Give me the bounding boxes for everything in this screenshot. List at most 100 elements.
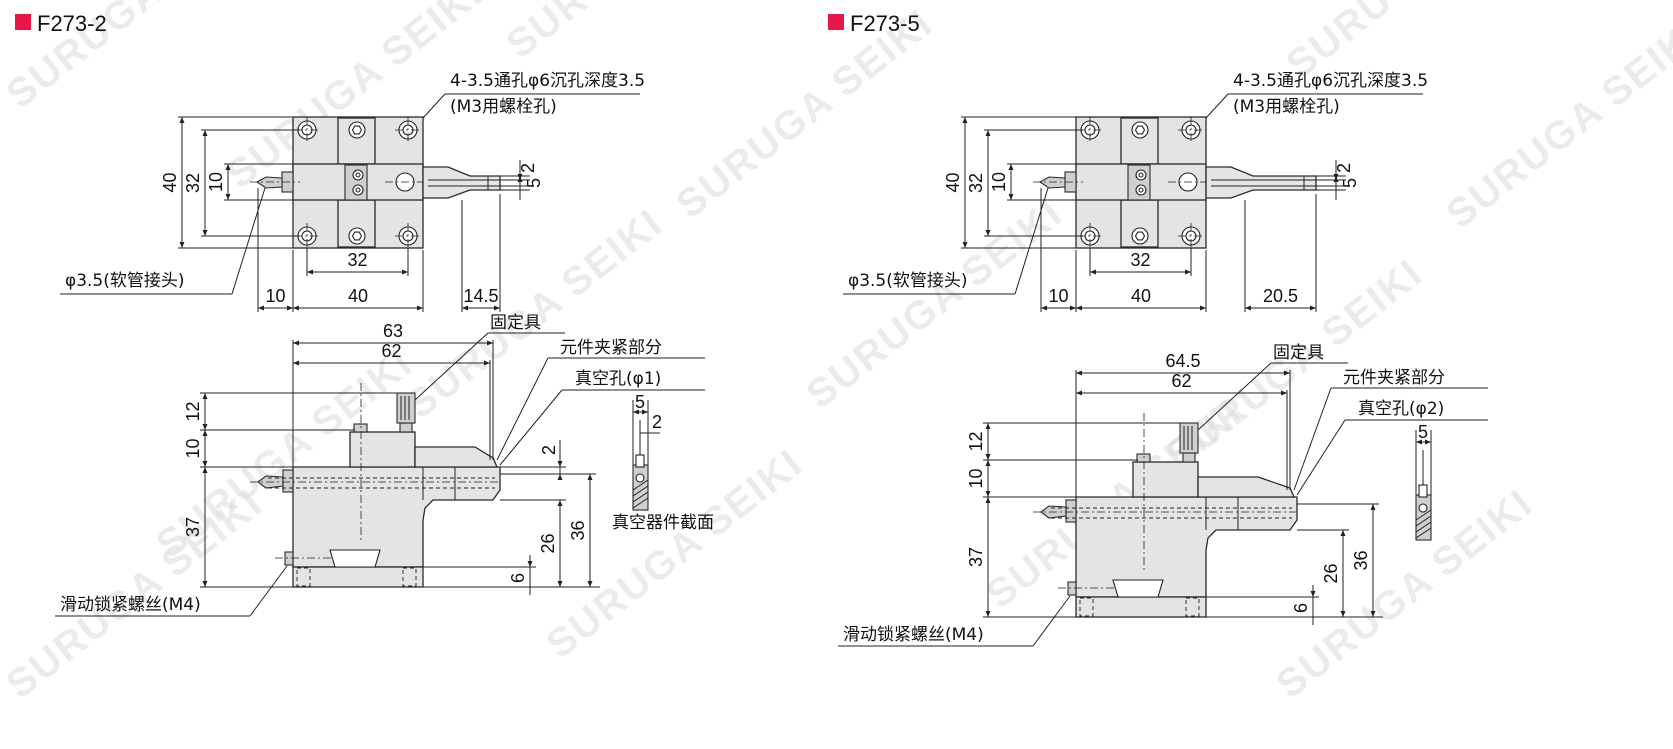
small-screw-icon	[352, 169, 364, 181]
base-hole	[1185, 597, 1200, 617]
upper-block	[1132, 461, 1199, 498]
fixture-label: 固定具	[490, 313, 541, 333]
arrowhead	[225, 194, 231, 200]
dim-36: 36	[1351, 504, 1376, 617]
arrowhead	[557, 474, 563, 480]
arrowhead	[1245, 305, 1251, 311]
arrowhead	[1185, 269, 1191, 275]
dim-band-10: 10	[989, 164, 1014, 200]
stud	[1136, 453, 1151, 463]
clamp-label: 元件夹紧部分	[560, 338, 662, 358]
dim-overall-length-label: 63	[383, 321, 403, 341]
arrowhead	[1076, 305, 1082, 311]
arrowhead	[1425, 439, 1431, 445]
slide-lock-slot	[1112, 579, 1164, 598]
hole-note-sub: (M3用螺栓孔)	[450, 97, 557, 117]
dim-6: 6	[1291, 603, 1311, 613]
upper-block	[349, 431, 416, 468]
arrowhead	[587, 474, 593, 480]
dim-body-37: 37	[966, 497, 991, 617]
dim-arm-length-label: 20.5	[1263, 286, 1298, 306]
dim-hole-pitch-h: 32	[1090, 250, 1191, 275]
base-block	[1075, 596, 1207, 618]
arrowhead	[962, 117, 968, 123]
arrowhead	[307, 269, 313, 275]
stud	[353, 423, 368, 433]
base-hole	[1079, 597, 1094, 617]
hose-barb-fitting	[1038, 176, 1066, 189]
dim-overall-length: 64.5	[1076, 351, 1290, 376]
small-screw-icon	[352, 184, 364, 196]
arrowhead	[1310, 305, 1316, 311]
small-screw-icon	[1135, 169, 1147, 181]
base-hole	[402, 567, 417, 587]
arrowhead	[633, 409, 639, 415]
dim-band-10-label: 10	[989, 172, 1009, 192]
post-neck	[1182, 452, 1196, 463]
dim-length-62: 62	[1076, 371, 1287, 396]
section-dim-5: 5	[635, 392, 645, 412]
arrowhead	[985, 423, 991, 429]
arrowhead	[494, 305, 500, 311]
arrowhead	[487, 340, 493, 346]
fitting-nut	[1065, 499, 1077, 523]
arrowhead	[985, 230, 991, 236]
arrowhead	[1333, 176, 1339, 182]
arrowhead	[202, 467, 208, 473]
dim-arm-length-label: 14.5	[463, 286, 498, 306]
base-block	[292, 566, 424, 588]
fixture-label: 固定具	[1273, 343, 1324, 363]
dim-hole-pitch-v: 32	[966, 130, 991, 236]
fixture-knob	[396, 392, 416, 424]
arrowhead	[462, 305, 468, 311]
arrowhead	[642, 409, 648, 415]
dim-slot-2: 2	[1334, 163, 1354, 173]
arrowhead	[1370, 611, 1376, 617]
arrowhead	[1340, 530, 1346, 536]
dim-hole-pitch-h: 32	[307, 250, 408, 275]
arrowhead	[402, 269, 408, 275]
dim-26-label: 26	[1321, 563, 1341, 583]
watermark-logo: SURUGA SEIKI	[538, 441, 811, 667]
arrowhead	[557, 581, 563, 587]
section-tip	[1418, 484, 1428, 498]
arrowhead	[1041, 305, 1047, 311]
counterbore-hole-icon	[1178, 117, 1204, 143]
arrowhead	[1008, 164, 1014, 170]
arrowhead	[985, 454, 991, 460]
arrowhead	[1416, 439, 1422, 445]
dim-slot-5: 5	[524, 178, 544, 188]
dim-hole-pitch-v-label: 32	[183, 173, 203, 193]
fixture-knob	[1179, 422, 1199, 454]
fitting-note: φ3.5(软管接头)	[65, 271, 185, 291]
dim-slot-2: 2	[518, 163, 538, 173]
arrowhead	[527, 561, 533, 567]
dim-hole-pitch-v-label: 32	[966, 173, 986, 193]
arrowhead	[179, 242, 185, 248]
arrowhead	[985, 611, 991, 617]
dim-band-10: 10	[206, 164, 231, 200]
dim-width-40-label: 40	[348, 286, 368, 306]
hose-barb-fitting	[255, 176, 283, 189]
section-dim-5: 5	[1418, 422, 1428, 442]
dim-body-37: 37	[183, 467, 208, 587]
dim-knob-12: 12	[966, 423, 991, 460]
dim-height-40: 40	[160, 117, 185, 248]
arrowhead	[179, 117, 185, 123]
arrowhead	[293, 340, 299, 346]
dim-knob-12-label: 12	[183, 401, 203, 421]
drawing-title: F273-2	[37, 11, 107, 36]
hole-note: 4-3.5通孔φ6沉孔深度3.5	[1233, 71, 1428, 91]
base-hole	[296, 567, 311, 587]
arrowhead	[985, 130, 991, 136]
title-marker-icon	[15, 14, 31, 30]
dim-fitting-10-label: 10	[1048, 286, 1068, 306]
dim-fitting-10: 10	[258, 286, 293, 311]
dim-height-40: 40	[943, 117, 968, 248]
arrowhead	[557, 500, 563, 506]
dim-knob-12: 12	[183, 393, 208, 430]
post-neck	[399, 422, 413, 433]
hex-socket-screw-icon	[1131, 227, 1149, 245]
dim-6: 6	[508, 573, 528, 583]
